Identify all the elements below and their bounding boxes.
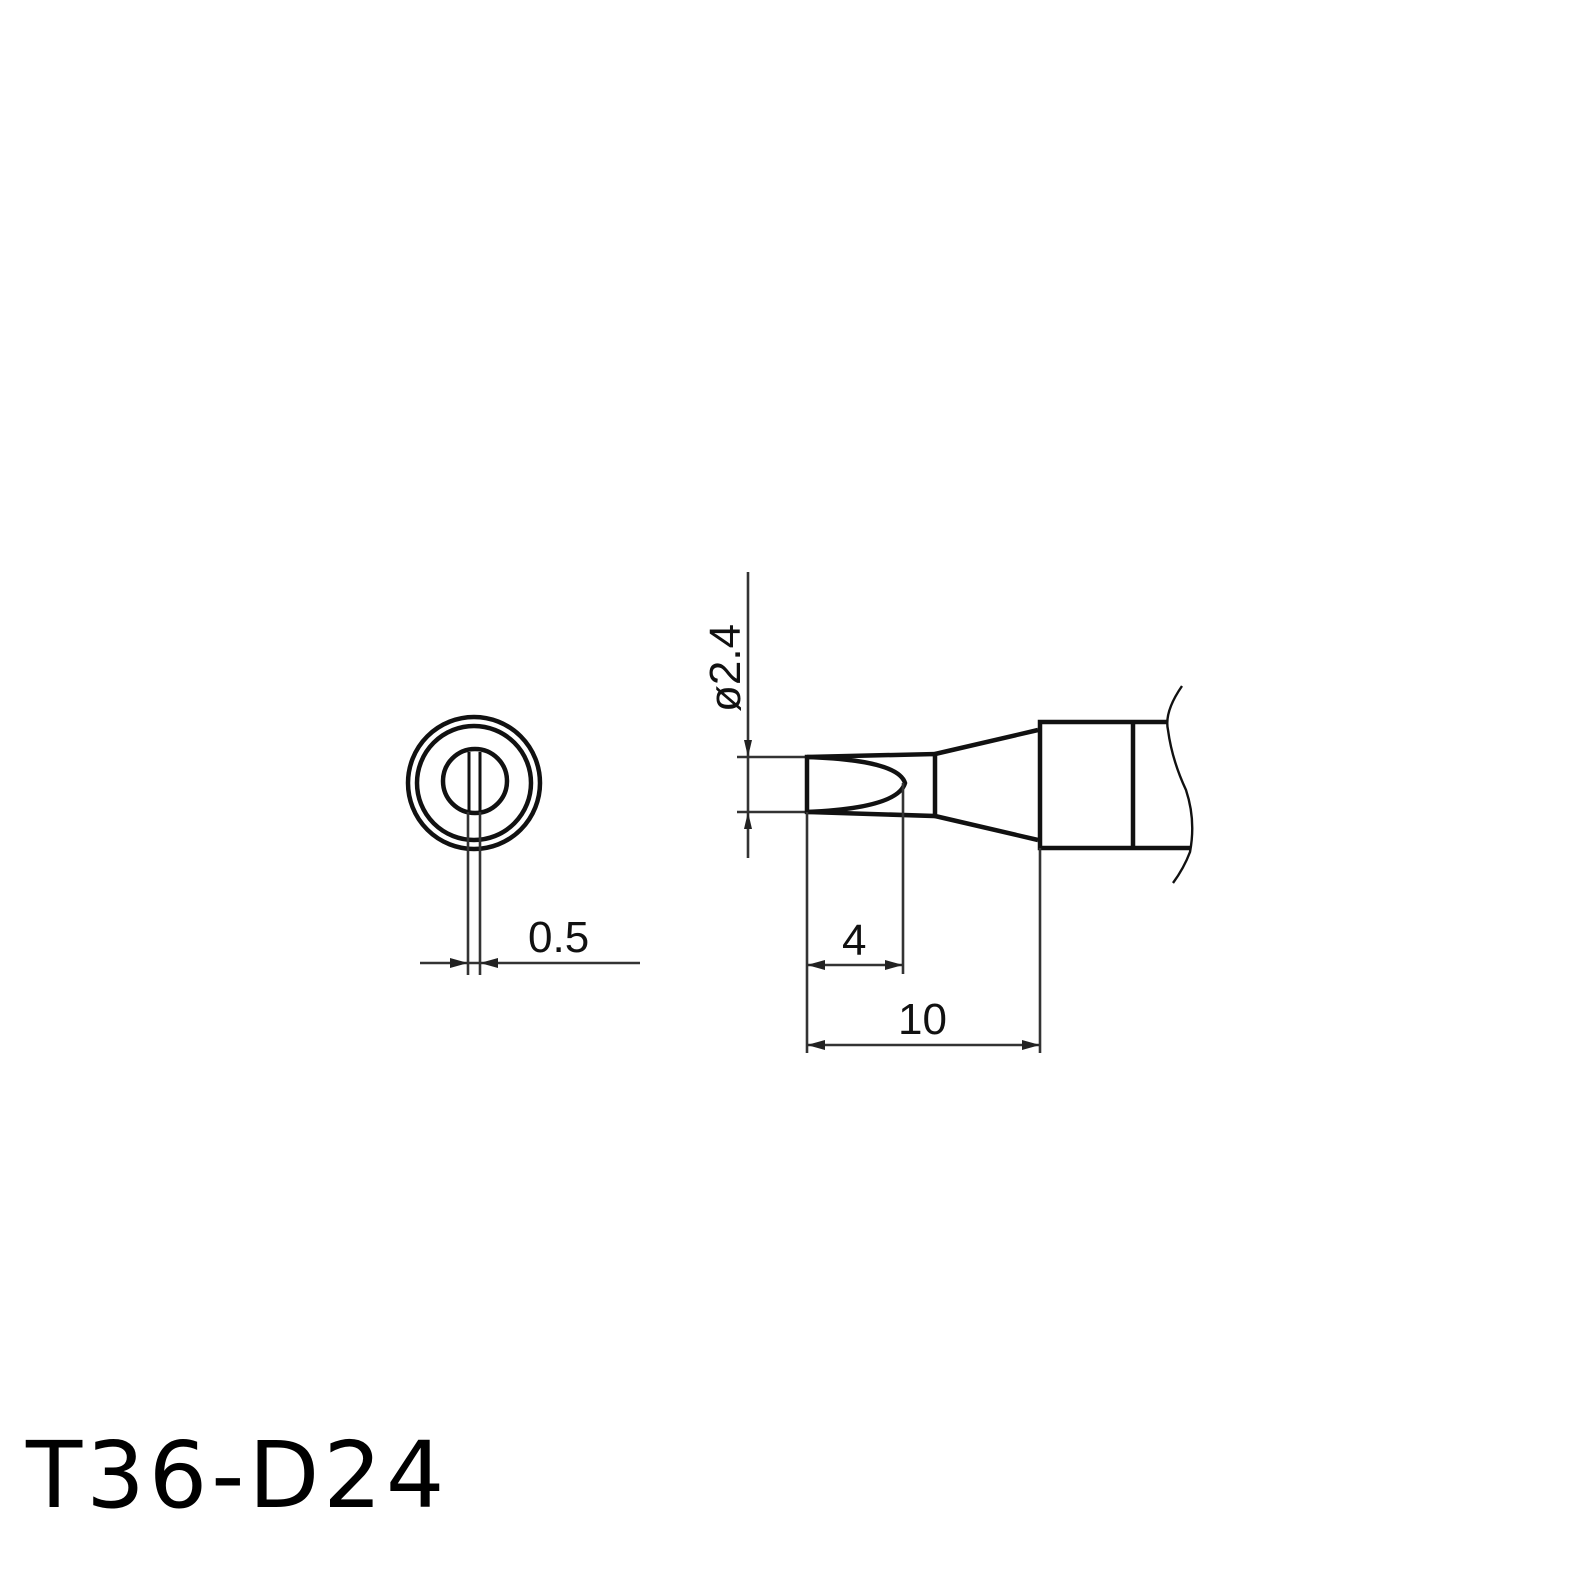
end-view-tip-face <box>440 746 510 816</box>
arrow-head-up <box>744 812 752 829</box>
arrow-head-10-right <box>1022 1040 1040 1050</box>
body-outline <box>1037 719 1190 851</box>
dimension-label-10: 10 <box>898 995 947 1044</box>
taper-top <box>934 727 1039 757</box>
arrow-head-right <box>480 958 498 968</box>
arrow-head-10-left <box>807 1040 825 1050</box>
side-view: ø2.4 4 10 <box>701 572 1194 1053</box>
end-view-outer-ring <box>405 714 543 852</box>
break-line <box>1166 685 1194 884</box>
end-view-inner-ring <box>414 723 534 843</box>
arrow-head-4-right <box>885 960 903 970</box>
taper-bottom <box>934 813 1039 843</box>
arrow-head-4-left <box>807 960 825 970</box>
arrow-head-down <box>744 740 752 757</box>
dimension-label-diameter: ø2.4 <box>701 624 750 712</box>
dimension-label-0-5: 0.5 <box>528 913 589 962</box>
dimension-label-4: 4 <box>842 916 866 965</box>
part-number-title: T36-D24 <box>26 1422 449 1529</box>
chisel-face-curve <box>806 754 908 815</box>
end-view: 0.5 <box>405 714 640 975</box>
arrow-head-left <box>450 958 468 968</box>
